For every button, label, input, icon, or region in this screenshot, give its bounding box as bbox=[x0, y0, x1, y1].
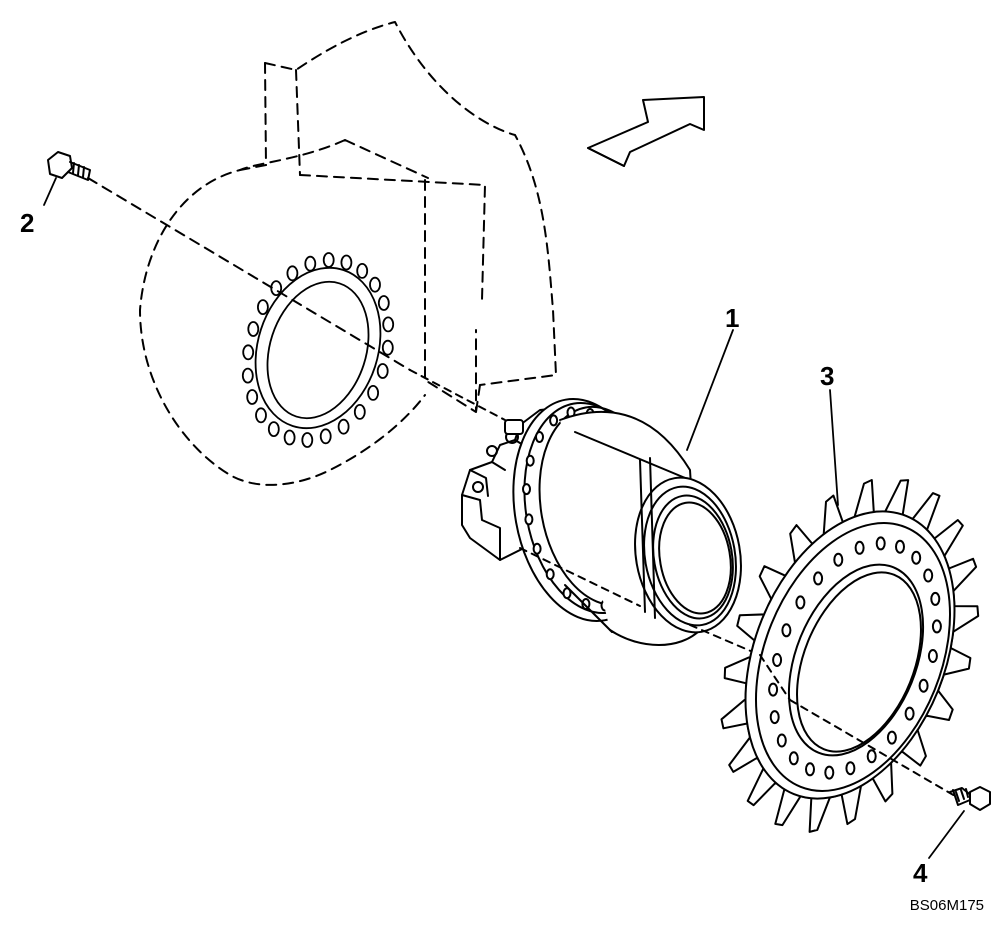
frame-hole bbox=[301, 432, 314, 448]
sprocket-hole bbox=[911, 550, 922, 565]
frame-hole bbox=[376, 363, 389, 379]
frame-hole bbox=[241, 367, 254, 384]
flange-hole bbox=[525, 454, 535, 467]
flange-hole bbox=[522, 483, 531, 496]
frame-hole bbox=[267, 421, 280, 438]
flange-hole bbox=[549, 414, 559, 427]
sprocket-hole bbox=[845, 761, 856, 776]
frame-hole bbox=[340, 254, 353, 271]
frame-hole bbox=[246, 389, 259, 405]
frame-hole bbox=[242, 344, 255, 361]
frame-hole bbox=[356, 262, 369, 279]
sprocket-hole bbox=[875, 536, 886, 551]
frame-hole bbox=[247, 321, 260, 337]
sprocket-hole bbox=[795, 595, 806, 610]
frame-hole bbox=[255, 407, 267, 424]
sprocket-hole bbox=[769, 710, 780, 725]
leader-1 bbox=[686, 329, 734, 451]
drawing-code: BS06M175 bbox=[909, 897, 984, 914]
frame-hole bbox=[377, 295, 390, 311]
sprocket-hole bbox=[772, 653, 783, 667]
sprocket bbox=[720, 479, 980, 833]
frame-hole bbox=[337, 418, 350, 435]
frame-hole bbox=[286, 265, 299, 282]
frame-hole bbox=[322, 252, 335, 268]
frame-hole bbox=[304, 255, 317, 272]
final-drive-motor bbox=[461, 398, 761, 656]
callout-2: 2 bbox=[20, 208, 35, 238]
leader-3 bbox=[829, 389, 839, 506]
sprocket-hole bbox=[781, 623, 792, 638]
flange-hole bbox=[545, 568, 555, 581]
sprocket-hole bbox=[824, 765, 835, 780]
callout-4: 4 bbox=[913, 858, 928, 888]
sprocket-hole bbox=[927, 649, 938, 663]
sprocket-hole bbox=[788, 751, 799, 766]
sprocket-hole bbox=[931, 619, 942, 634]
sprocket-hole bbox=[776, 733, 787, 748]
leader-lines bbox=[43, 177, 965, 859]
frame-hole bbox=[283, 429, 296, 446]
flange-hole bbox=[532, 542, 542, 555]
callout-3: 3 bbox=[820, 361, 835, 391]
bolt-2 bbox=[47, 151, 411, 371]
sprocket-hole bbox=[813, 571, 824, 586]
sprocket-hole bbox=[895, 539, 905, 554]
sprocket-hole bbox=[805, 762, 815, 777]
frame-hole bbox=[367, 384, 380, 401]
direction-arrow bbox=[587, 96, 705, 167]
frame-hole bbox=[381, 339, 394, 356]
frame-hole bbox=[369, 276, 381, 293]
sprocket-hole bbox=[923, 568, 934, 583]
sprocket-hole bbox=[886, 730, 897, 745]
sprocket-hole bbox=[930, 591, 941, 606]
sprocket-hole bbox=[904, 706, 915, 721]
track-frame-outline bbox=[139, 21, 557, 486]
frame-hole bbox=[382, 316, 395, 333]
bolt-4 bbox=[949, 786, 991, 811]
frame-hole bbox=[256, 299, 269, 316]
leader-2 bbox=[43, 177, 57, 206]
sprocket-hole bbox=[854, 540, 865, 555]
frame-mounting-holes bbox=[241, 252, 395, 448]
leader-4 bbox=[928, 810, 965, 859]
frame-hole bbox=[319, 428, 332, 445]
sprocket-hole bbox=[866, 749, 877, 764]
flange-hole bbox=[524, 513, 534, 526]
sprocket-hole bbox=[918, 678, 929, 693]
callout-1: 1 bbox=[725, 303, 740, 333]
frame-hole bbox=[353, 403, 366, 420]
flange-hole bbox=[535, 431, 544, 443]
sprocket-hole bbox=[833, 552, 844, 567]
sprocket-hole bbox=[768, 682, 779, 697]
